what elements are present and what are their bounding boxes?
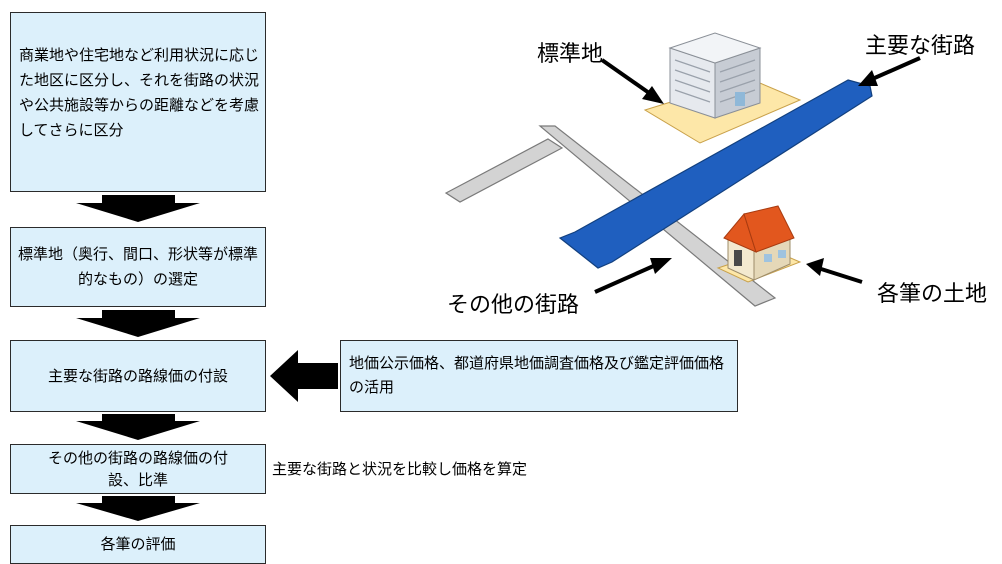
flow-step-1: 商業地や住宅地など利用状況に応じた地区に区分し、それを街路の状況や公共施設等から… <box>10 12 266 192</box>
flow-step-5-text: 各筆の評価 <box>100 535 176 553</box>
label-other-street: その他の街路 <box>447 293 580 318</box>
flow-arrow-down-2 <box>76 310 200 337</box>
comparison-note: 主要な街路と状況を比較し価格を算定 <box>272 460 528 478</box>
flow-arrow-left <box>270 350 338 402</box>
other-street-branch <box>444 138 564 203</box>
flow-step-3: 主要な街路の路線価の付設 <box>10 340 266 412</box>
flow-step-2: 標準地（奥行、間口、形状等が標準的なもの）の選定 <box>10 227 266 307</box>
label-each-lot: 各筆の土地 <box>877 282 988 307</box>
flow-step-4-text: その他の街路の路線価の付設、比準 <box>47 449 228 489</box>
flow-arrow-down-1 <box>76 195 200 222</box>
label-standard-land: 標準地 <box>537 42 604 67</box>
flow-step-2-text: 標準地（奥行、間口、形状等が標準的なもの）の選定 <box>17 245 258 288</box>
main-street-band <box>558 79 873 269</box>
reference-price-text: 地価公示価格、都道府県地価調査価格及び鑑定評価価格の活用 <box>349 354 725 396</box>
flow-step-3-text: 主要な街路の路線価の付設 <box>47 366 228 385</box>
callout-arrow-main-street <box>858 56 921 86</box>
label-main-street: 主要な街路 <box>865 34 976 59</box>
flow-step-1-text: 商業地や住宅地など利用状況に応じた地区に区分し、それを街路の状況や公共施設等から… <box>19 46 260 139</box>
reference-price-box: 地価公示価格、都道府県地価調査価格及び鑑定評価価格の活用 <box>340 340 738 412</box>
office-building-icon <box>668 32 762 119</box>
flow-step-4: その他の街路の路線価の付設、比準 <box>10 444 266 494</box>
flow-arrow-down-3 <box>76 414 200 440</box>
flow-step-5: 各筆の評価 <box>10 525 266 564</box>
house-icon <box>723 205 795 281</box>
callout-arrow-other-street <box>594 258 672 294</box>
flow-arrow-down-4 <box>76 496 200 521</box>
callout-arrow-standard-land <box>600 58 664 104</box>
callout-arrow-each-lot <box>806 258 863 284</box>
